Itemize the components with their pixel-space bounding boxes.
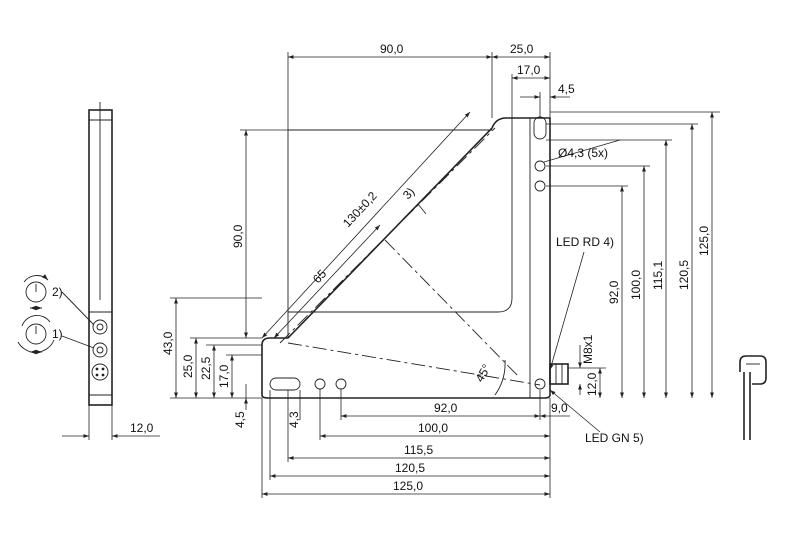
dim-17-left: 17,0 — [217, 364, 231, 388]
hole — [314, 378, 326, 390]
potentiometer-1 — [92, 342, 108, 358]
dim-4-5-left: 4,5 — [233, 411, 247, 428]
top-dimensions: 90,0 25,0 17,0 4,5 — [287, 42, 575, 130]
thread-label: M8x1 — [581, 334, 595, 364]
bottom-dimensions: 92,0 9,0 100,0 115,5 120,5 125,0 — [261, 389, 570, 498]
dim-92-right: 92,0 — [607, 280, 621, 304]
dim-115-5: 115,5 — [404, 443, 433, 457]
hole-callout: Ø4,3 (5x) — [558, 146, 608, 160]
dim-4-5-top: 4,5 — [558, 82, 575, 96]
dim-92-bottom: 92,0 — [434, 401, 458, 415]
dim-17: 17,0 — [517, 63, 541, 77]
dim-130: 130±0,2 — [340, 189, 380, 230]
hole — [335, 378, 347, 390]
dim-43: 43,0 — [161, 331, 175, 355]
bottom-slot — [269, 377, 301, 391]
led-gn-label: LED GN 5) — [585, 431, 644, 445]
dim-125-right: 125,0 — [697, 226, 711, 256]
side-view — [261, 116, 569, 399]
front-view: 12,0 2) 1) — [17, 102, 160, 440]
bracket-outline — [261, 117, 551, 399]
left-dimensions: 90,0 43,0 25,0 22,5 17,0 4,5 4,3 — [161, 129, 301, 428]
angle-45: 45° — [472, 362, 493, 385]
callout-1: 1) — [52, 327, 63, 341]
dim-9: 9,0 — [551, 401, 568, 415]
dim-90-left: 90,0 — [231, 224, 245, 248]
potentiometer-icon-1 — [17, 314, 55, 355]
dim-25: 25,0 — [510, 42, 534, 56]
potentiometer-2 — [92, 319, 108, 335]
m8-connector — [549, 363, 569, 385]
top-slot — [533, 116, 547, 140]
diagonal-dimensions: 130±0,2 65 3) — [261, 111, 471, 339]
cable-connector — [739, 355, 767, 440]
front-width-label: 12,0 — [130, 421, 154, 435]
dim-125-bottom: 125,0 — [393, 479, 423, 493]
dim-25-left: 25,0 — [181, 354, 195, 378]
right-dimensions: 125,0 120,5 115,1 100,0 92,0 12,0 M8x1 — [546, 111, 720, 398]
hole — [534, 160, 546, 172]
dim-115-1: 115,1 — [651, 261, 665, 290]
dim-120-5-right: 120,5 — [677, 260, 691, 290]
dim-100-bottom: 100,0 — [418, 421, 448, 435]
dim-100-right: 100,0 — [629, 270, 643, 300]
connector-face — [91, 363, 109, 381]
dim-90-top: 90,0 — [380, 42, 404, 56]
dim-12-right: 12,0 — [585, 372, 599, 396]
potentiometer-icon-2 — [23, 274, 49, 311]
note-3: 3) — [400, 185, 418, 202]
hole — [534, 180, 546, 192]
dim-22-5: 22,5 — [199, 356, 213, 380]
front-view-body — [88, 109, 113, 406]
callout-2: 2) — [52, 285, 63, 299]
dim-120-5-bottom: 120,5 — [395, 461, 425, 475]
led-rd-label: LED RD 4) — [556, 235, 614, 249]
dim-4-3: 4,3 — [287, 411, 301, 428]
hole — [534, 378, 546, 390]
